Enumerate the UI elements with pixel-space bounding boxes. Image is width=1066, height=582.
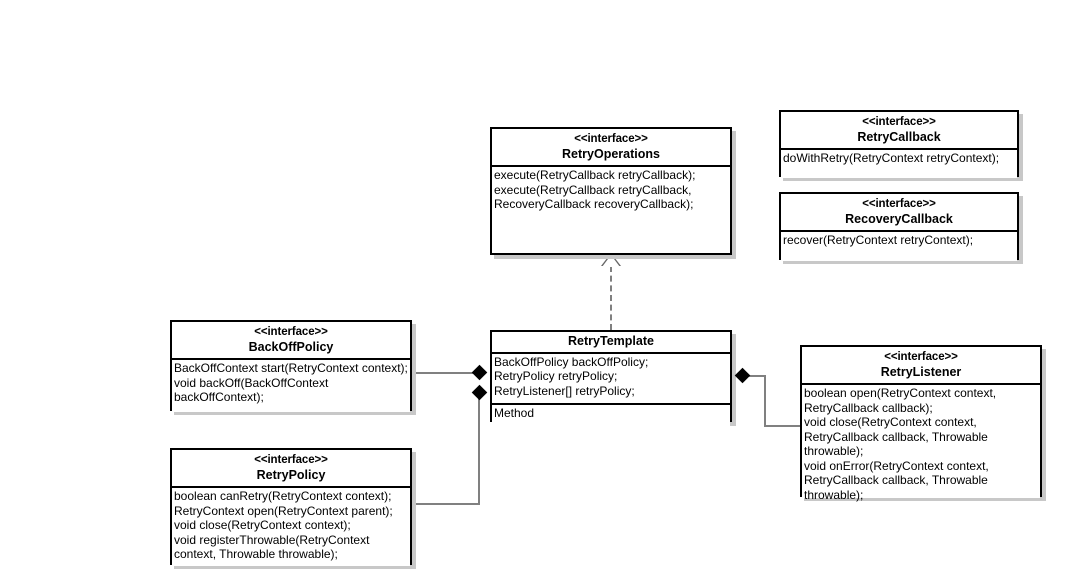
uml-header-retry-template: RetryTemplate: [492, 332, 730, 354]
method-line: void backOff(BackOffContext: [174, 375, 329, 390]
method-line: void onError(RetryContext context,: [804, 458, 989, 473]
method-line: boolean canRetry(RetryContext context);: [174, 489, 392, 503]
class-name-label: RetryCallback: [857, 129, 941, 144]
uml-class-retry-operations[interactable]: <<interface>> RetryOperations execute(Re…: [490, 127, 732, 255]
uml-attributes-retry-template: BackOffPolicy backOffPolicy; RetryPolicy…: [492, 353, 730, 403]
method-line: throwable);: [804, 487, 864, 502]
method-line: context, Throwable throwable);: [174, 547, 338, 561]
uml-methods-retry-policy: boolean canRetry(RetryContext context); …: [172, 488, 410, 566]
method-line: void registerThrowable(RetryContext: [174, 532, 370, 547]
composition-line-retrypolicy-horizontal: [412, 503, 480, 505]
composition-line-backoffpolicy: [412, 372, 484, 374]
composition-line-retrylistener-seg1: [742, 375, 766, 377]
stereotype-label: <<interface>>: [254, 454, 328, 466]
method-line: void close(RetryContext context,: [804, 415, 977, 429]
uml-class-recovery-callback[interactable]: <<interface>> RecoveryCallback recover(R…: [779, 192, 1019, 261]
class-name-label: RecoveryCallback: [845, 211, 953, 226]
stereotype-label: <<interface>>: [574, 133, 648, 145]
composition-diamond-retrylistener-icon: [734, 367, 751, 384]
stereotype-label: <<interface>>: [862, 116, 936, 128]
uml-class-back-off-policy[interactable]: <<interface>> BackOffPolicy BackOffConte…: [170, 320, 412, 412]
class-name-label: RetryPolicy: [256, 467, 326, 482]
class-name-label: RetryListener: [880, 364, 962, 379]
method-line: void close(RetryContext context);: [174, 518, 351, 532]
stereotype-label: <<interface>>: [862, 198, 936, 210]
attribute-line: RetryPolicy retryPolicy;: [494, 369, 618, 383]
attribute-line: BackOffPolicy backOffPolicy;: [494, 354, 649, 369]
method-line: RetryCallback callback);: [804, 400, 933, 415]
uml-methods-back-off-policy: BackOffContext start(RetryContext contex…: [172, 360, 410, 412]
uml-class-retry-template[interactable]: RetryTemplate BackOffPolicy backOffPolic…: [490, 330, 732, 430]
uml-methods-recovery-callback: recover(RetryContext retryContext);: [781, 232, 1017, 261]
composition-diamond-retrypolicy-icon: [471, 384, 488, 401]
uml-header-retry-listener: <<interface>> RetryListener: [802, 347, 1040, 385]
realization-line-retrytemplate-retryoperations: [610, 266, 612, 330]
method-line: doWithRetry(RetryContext retryContext);: [783, 151, 1000, 165]
realization-triangle-icon: [602, 255, 620, 267]
uml-class-retry-listener[interactable]: <<interface>> RetryListener boolean open…: [800, 345, 1042, 502]
method-line: RetryContext open(RetryContext parent);: [174, 503, 393, 518]
composition-line-retrypolicy-vertical: [478, 392, 480, 505]
composition-line-retrylistener-seg3: [764, 425, 802, 427]
method-line: backOffContext);: [174, 390, 264, 404]
method-line: RecoveryCallback recoveryCallback);: [494, 197, 694, 211]
method-line: BackOffContext start(RetryContext contex…: [174, 361, 408, 375]
uml-methods-retry-listener: boolean open(RetryContext context, Retry…: [802, 385, 1040, 502]
uml-methods-retry-callback: doWithRetry(RetryContext retryContext);: [781, 150, 1017, 178]
class-name-label: RetryTemplate: [568, 334, 654, 348]
uml-header-retry-operations: <<interface>> RetryOperations: [492, 129, 730, 167]
class-name-label: RetryOperations: [562, 146, 660, 161]
method-line: RetryCallback callback, Throwable: [804, 429, 988, 444]
attribute-line: RetryListener[] retryPolicy;: [494, 383, 635, 398]
uml-class-retry-callback[interactable]: <<interface>> RetryCallback doWithRetry(…: [779, 110, 1019, 178]
stereotype-label: <<interface>>: [254, 326, 328, 338]
method-line: RetryCallback callback, Throwable: [804, 473, 988, 487]
uml-header-recovery-callback: <<interface>> RecoveryCallback: [781, 194, 1017, 232]
uml-header-retry-callback: <<interface>> RetryCallback: [781, 112, 1017, 150]
uml-methods-retry-operations: execute(RetryCallback retryCallback); ex…: [492, 167, 730, 250]
method-line: recover(RetryContext retryContext);: [783, 233, 974, 247]
method-line: execute(RetryCallback retryCallback);: [494, 168, 696, 182]
method-line: Method: [494, 405, 535, 420]
uml-methods-retry-template: Method: [492, 402, 730, 430]
stereotype-label: <<interface>>: [884, 351, 958, 363]
uml-class-retry-policy[interactable]: <<interface>> RetryPolicy boolean canRet…: [170, 448, 412, 566]
composition-diamond-backoffpolicy-icon: [471, 364, 488, 381]
method-line: execute(RetryCallback retryCallback,: [494, 182, 692, 197]
method-line: boolean open(RetryContext context,: [804, 386, 997, 400]
composition-line-retrylistener-seg2: [764, 375, 766, 427]
method-line: throwable);: [804, 444, 864, 458]
uml-header-back-off-policy: <<interface>> BackOffPolicy: [172, 322, 410, 360]
uml-header-retry-policy: <<interface>> RetryPolicy: [172, 450, 410, 488]
class-name-label: BackOffPolicy: [248, 339, 334, 354]
